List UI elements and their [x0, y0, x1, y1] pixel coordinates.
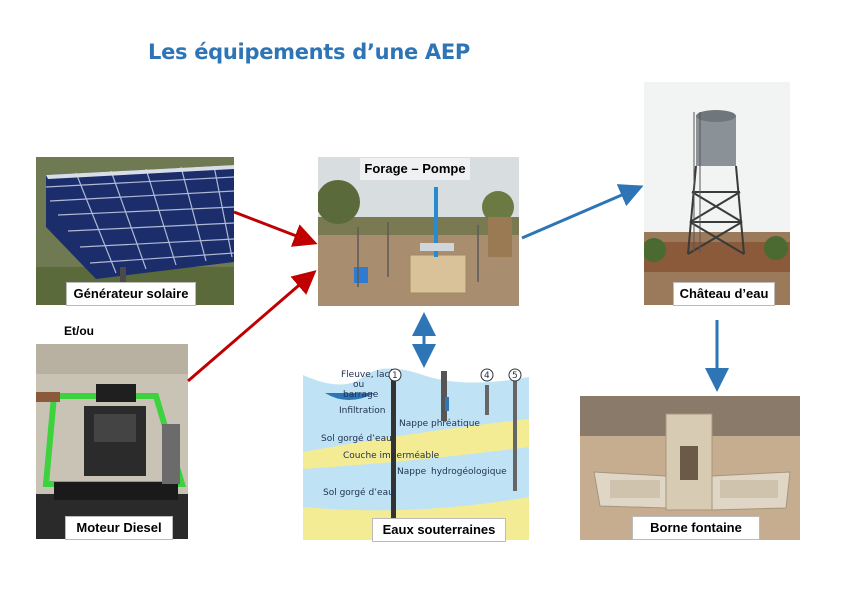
arrow-diesel-to-pump	[187, 270, 317, 383]
diagram-label-hydrogeological: hydrogéologique	[431, 466, 507, 477]
arrow-solar-to-pump	[233, 210, 318, 247]
diagram-label-aquifer-1: Nappe	[399, 419, 429, 429]
diesel-engine-photo	[36, 344, 188, 539]
page-title: Les équipements d’une AEP	[148, 40, 471, 64]
well-number-5: 5	[512, 371, 518, 381]
and-or-connector: Et/ou	[64, 324, 94, 338]
arrow-pump-to-tower	[521, 184, 644, 240]
public-fountain-label: Borne fontaine	[632, 516, 760, 540]
borehole-pump-photo	[318, 157, 519, 306]
diagram-label-phreatic: phréatique	[431, 418, 480, 429]
water-tower-label: Château d’eau	[673, 282, 775, 306]
groundwater-label: Eaux souterraines	[372, 518, 506, 542]
groundwater-diagram: Fleuve, lac ou barrage Infiltration Sol …	[303, 357, 529, 540]
diesel-engine-label: Moteur Diesel	[65, 516, 173, 540]
diagram-label-saturated-soil-bottom: Sol gorgé d’eau	[323, 487, 394, 498]
well-number-1: 1	[392, 371, 398, 381]
diagram-label-infiltration: Infiltration	[339, 406, 386, 416]
diagram-label-impermeable-layer: Couche imperméable	[343, 450, 440, 461]
well-number-4: 4	[484, 371, 490, 381]
diagram-label-saturated-soil-top: Sol gorgé d’eau	[321, 433, 392, 444]
diagram-label-river: Fleuve, lac	[341, 370, 390, 380]
diagram-label-aquifer-2: Nappe	[397, 467, 427, 477]
diagram-label-or: ou	[353, 380, 364, 390]
solar-generator-label: Générateur solaire	[66, 282, 196, 306]
borehole-pump-label: Forage – Pompe	[360, 158, 470, 180]
diagram-label-dam: barrage	[343, 390, 379, 400]
